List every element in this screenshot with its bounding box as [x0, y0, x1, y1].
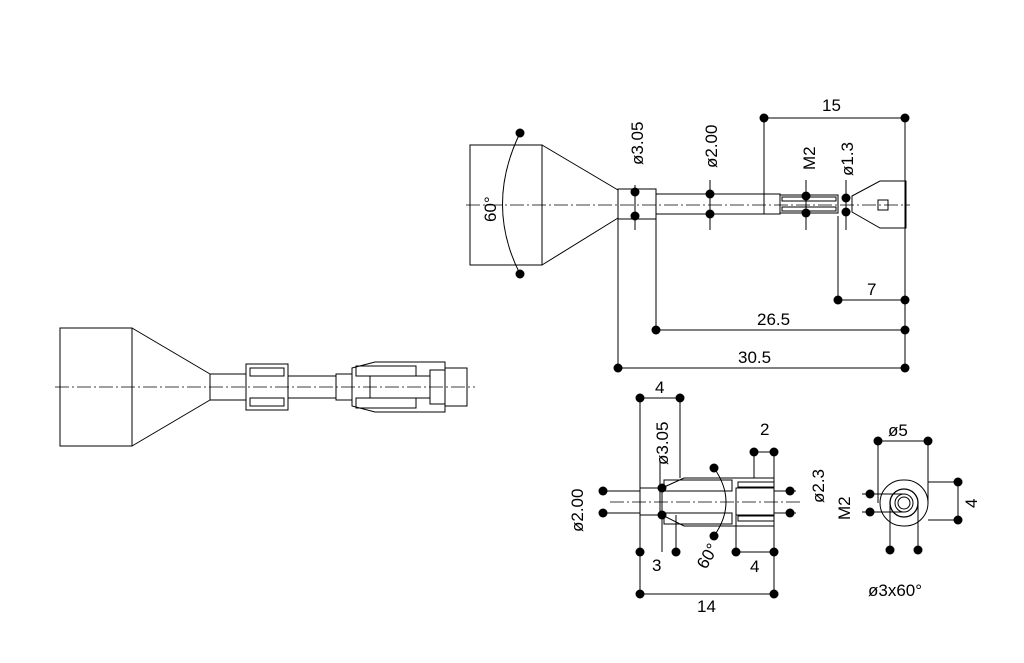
label-cone-angle: 60° [481, 196, 500, 222]
label-len-4: 4 [962, 499, 981, 508]
top-side-view: 60° ø3.05 ø2.00 M2 ø1.3 15 7 26.5 30.5 [466, 96, 910, 373]
label-len-4-top: 4 [655, 378, 664, 397]
label-dia-3-05: ø3.05 [653, 422, 672, 465]
label-len-3: 3 [652, 556, 661, 575]
label-len-26-5: 26.5 [757, 310, 790, 329]
label-len-15: 15 [822, 96, 841, 115]
label-thread-m2: M2 [835, 496, 854, 520]
label-len-2: 2 [760, 420, 769, 439]
label-dia-2-00: ø2.00 [702, 125, 721, 168]
end-view: ø5 4 ø3x60° [862, 421, 981, 600]
label-dia-3-05: ø3.05 [628, 122, 647, 165]
label-len-14: 14 [697, 597, 716, 616]
detail-section-view: 4 ø3.05 2 ø2.00 ø2.3 M2 3 60° 4 14 [568, 378, 854, 616]
label-angle-60: 60° [693, 540, 722, 572]
label-countersink: ø3x60° [868, 581, 922, 600]
label-dia-1-3: ø1.3 [838, 142, 857, 176]
assembly-side-view [55, 327, 475, 447]
label-len-7: 7 [867, 280, 876, 299]
label-len-30-5: 30.5 [738, 348, 771, 367]
label-dia-2-3: ø2.3 [809, 469, 828, 503]
label-len-4-bottom: 4 [750, 557, 759, 576]
label-thread-m2: M2 [800, 146, 819, 170]
label-dia-2-00: ø2.00 [568, 489, 587, 532]
label-dia-5: ø5 [888, 421, 908, 440]
